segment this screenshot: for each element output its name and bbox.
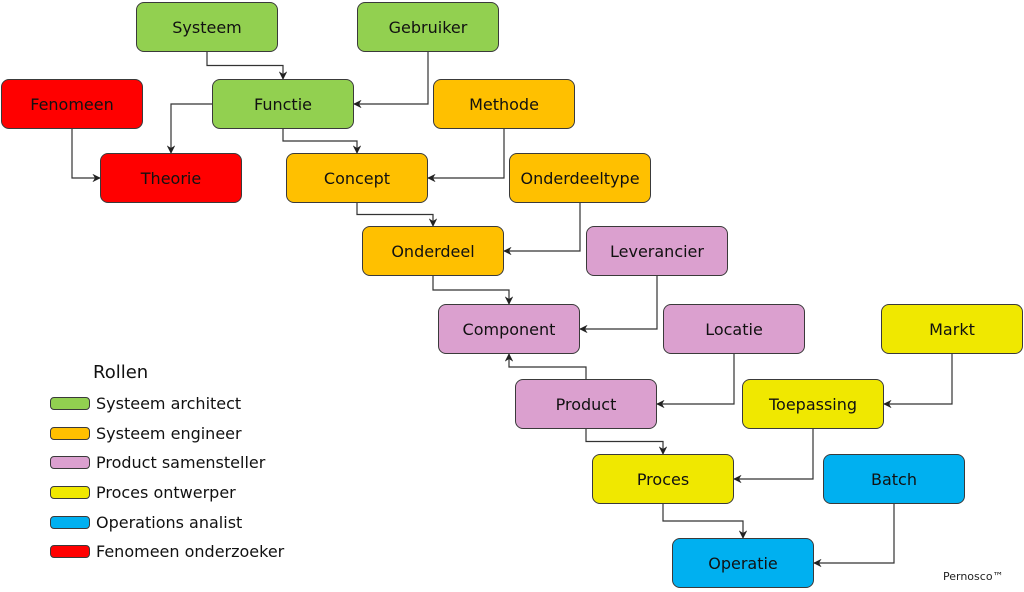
legend-item-architect: Systeem architect: [50, 389, 284, 419]
node-component: Component: [438, 304, 580, 354]
edge-proces-to-operatie: [662, 504, 748, 539]
node-functie: Functie: [212, 79, 354, 129]
edge-toepassing-to-proces: [733, 429, 814, 484]
node-gebruiker: Gebruiker: [357, 2, 499, 52]
legend-label: Proces ontwerper: [96, 483, 236, 503]
node-proces: Proces: [592, 454, 734, 504]
legend-item-samensteller: Product samensteller: [50, 448, 284, 478]
edge-leverancier-to-component: [579, 276, 658, 334]
legend-item-engineer: Systeem engineer: [50, 419, 284, 449]
legend-item-analist: Operations analist: [50, 507, 284, 537]
edge-systeem-to-functie: [206, 52, 288, 80]
edge-product-to-component: [504, 353, 587, 379]
node-concept: Concept: [286, 153, 428, 203]
legend-swatch: [50, 426, 90, 440]
credit-label: Pernosco™: [943, 570, 1004, 583]
legend-item-onderzoeker: Fenomeen onderzoeker: [50, 537, 284, 567]
edge-locatie-to-product: [656, 354, 735, 409]
node-systeem: Systeem: [136, 2, 278, 52]
node-theorie: Theorie: [100, 153, 242, 203]
legend-swatch: [50, 515, 90, 529]
legend-label: Product samensteller: [96, 453, 266, 473]
legend-label: Fenomeen onderzoeker: [96, 542, 285, 562]
node-onderdeeltype: Onderdeeltype: [509, 153, 651, 203]
edge-methode-to-concept: [427, 129, 505, 183]
node-operatie: Operatie: [672, 538, 814, 588]
edge-markt-to-toepassing: [883, 354, 953, 409]
edge-functie-to-theorie: [166, 103, 212, 154]
edge-onderdeel-to-component: [432, 276, 514, 305]
node-markt: Markt: [881, 304, 1023, 354]
node-locatie: Locatie: [663, 304, 805, 354]
legend-label: Systeem architect: [96, 394, 242, 414]
edge-functie-to-concept: [282, 129, 362, 154]
legend-item-ontwerper: Proces ontwerper: [50, 478, 284, 508]
legend-label: Systeem engineer: [96, 423, 242, 443]
node-onderdeel: Onderdeel: [362, 226, 504, 276]
node-toepassing: Toepassing: [742, 379, 884, 429]
edge-onderdeeltype-to-onderdeel: [503, 203, 581, 256]
legend-title: Rollen: [93, 362, 149, 383]
edge-fenomeen-to-theorie: [71, 129, 101, 183]
edge-batch-to-operatie: [813, 504, 895, 568]
legend-swatch: [50, 545, 90, 559]
node-leverancier: Leverancier: [586, 226, 728, 276]
legend-swatch: [50, 397, 90, 411]
legend-label: Operations analist: [96, 512, 243, 532]
legend-swatch: [50, 456, 90, 470]
node-batch: Batch: [823, 454, 965, 504]
node-product: Product: [515, 379, 657, 429]
node-methode: Methode: [433, 79, 575, 129]
edge-product-to-proces: [585, 429, 668, 455]
edge-gebruiker-to-functie: [353, 52, 429, 109]
node-fenomeen: Fenomeen: [1, 79, 143, 129]
edge-concept-to-onderdeel: [356, 203, 438, 227]
legend-swatch: [50, 486, 90, 500]
